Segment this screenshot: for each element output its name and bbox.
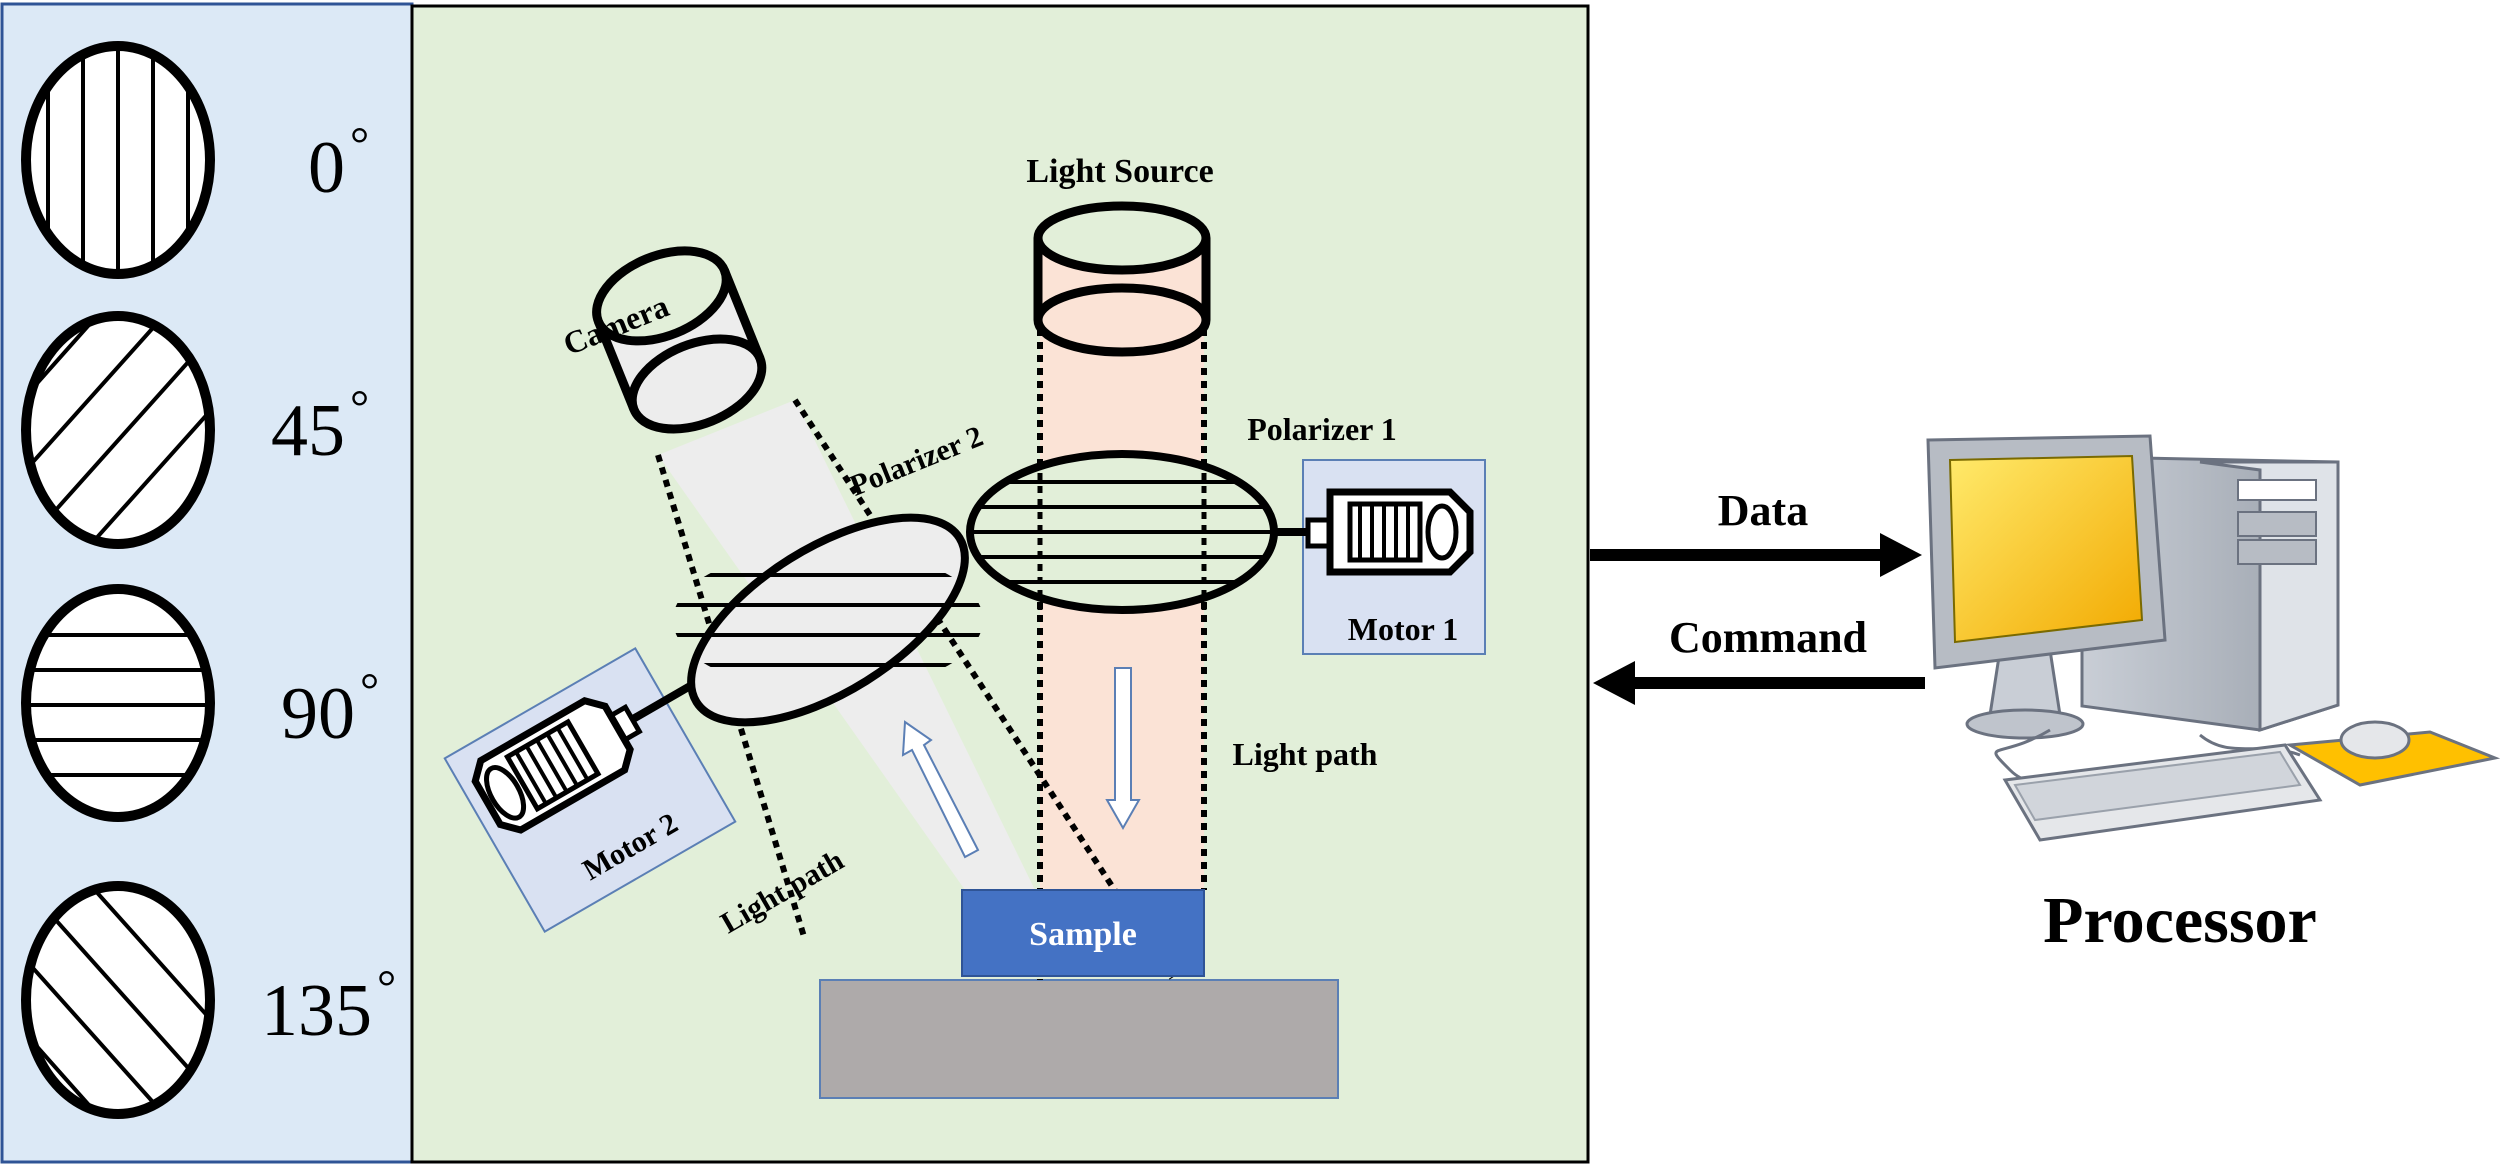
orientation-135-icon [21, 881, 215, 1119]
motor-1-icon [1274, 488, 1474, 576]
optical-setup-panel: Sample Light Source Camera [410, 4, 1590, 1164]
monitor-screen [1948, 454, 2144, 644]
communication-links: Data Command [1590, 486, 1925, 705]
sample [961, 889, 1205, 977]
stage [819, 979, 1339, 1099]
command-label: Command [1669, 613, 1867, 662]
camera-icon [592, 246, 767, 434]
sample-label: Sample [1029, 916, 1137, 953]
computer-icon [1926, 434, 2500, 842]
polarizer-1-label: Polarizer 1 [1247, 411, 1397, 447]
orientation-135-label: 135 [261, 970, 372, 1052]
orientation-0-label: 0 [308, 127, 345, 209]
polarizer-2-icon [673, 513, 983, 727]
light-path-down-arrow [1105, 667, 1141, 831]
processor-label: Processor [2043, 884, 2317, 957]
degree-symbol: ° [377, 961, 396, 1014]
data-label: Data [1718, 486, 1808, 535]
light-path-right-label: Light path [1233, 736, 1378, 772]
degree-symbol: ° [360, 664, 379, 717]
orientation-45-icon [21, 311, 215, 549]
orientation-45-label: 45 [271, 390, 345, 472]
polarization-legend: 0 ° 45 ° [0, 2, 414, 1164]
motor-1-label: Motor 1 [1348, 611, 1458, 647]
light-path-up-arrow [901, 720, 980, 859]
orientation-90-icon [21, 584, 215, 822]
degree-symbol: ° [350, 381, 369, 434]
motor-2-icon [471, 681, 694, 834]
light-source-label: Light Source [1026, 153, 1213, 190]
degree-symbol: ° [350, 118, 369, 171]
orientation-90-label: 90 [281, 673, 355, 755]
light-source-icon [1033, 201, 1211, 357]
